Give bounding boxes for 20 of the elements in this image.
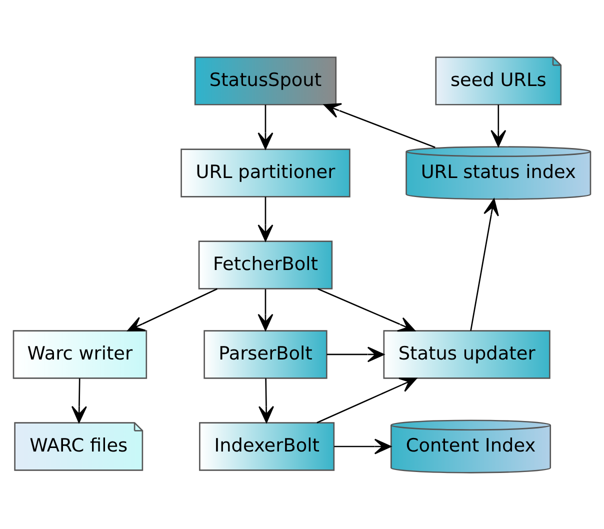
arrow — [318, 288, 416, 332]
node-box: ParserBolt — [204, 330, 328, 378]
arrow — [71, 378, 87, 422]
arrow — [470, 198, 499, 330]
arrow — [316, 377, 417, 423]
node-box: StatusSpout — [194, 56, 337, 105]
node-box: Warc writer — [12, 330, 148, 378]
arrow — [127, 288, 218, 331]
arrow — [490, 104, 506, 146]
node-box: FetcherBolt — [198, 240, 333, 289]
arrow — [334, 438, 392, 454]
arrow — [324, 102, 436, 148]
arrow — [258, 104, 274, 149]
arrow — [326, 346, 384, 362]
node-box: URL partitioner — [180, 148, 350, 197]
node-box: Status updater — [383, 330, 550, 378]
arrow — [258, 288, 274, 330]
arrow — [258, 196, 274, 241]
node-box: IndexerBolt — [199, 422, 335, 470]
arrow — [258, 378, 274, 422]
